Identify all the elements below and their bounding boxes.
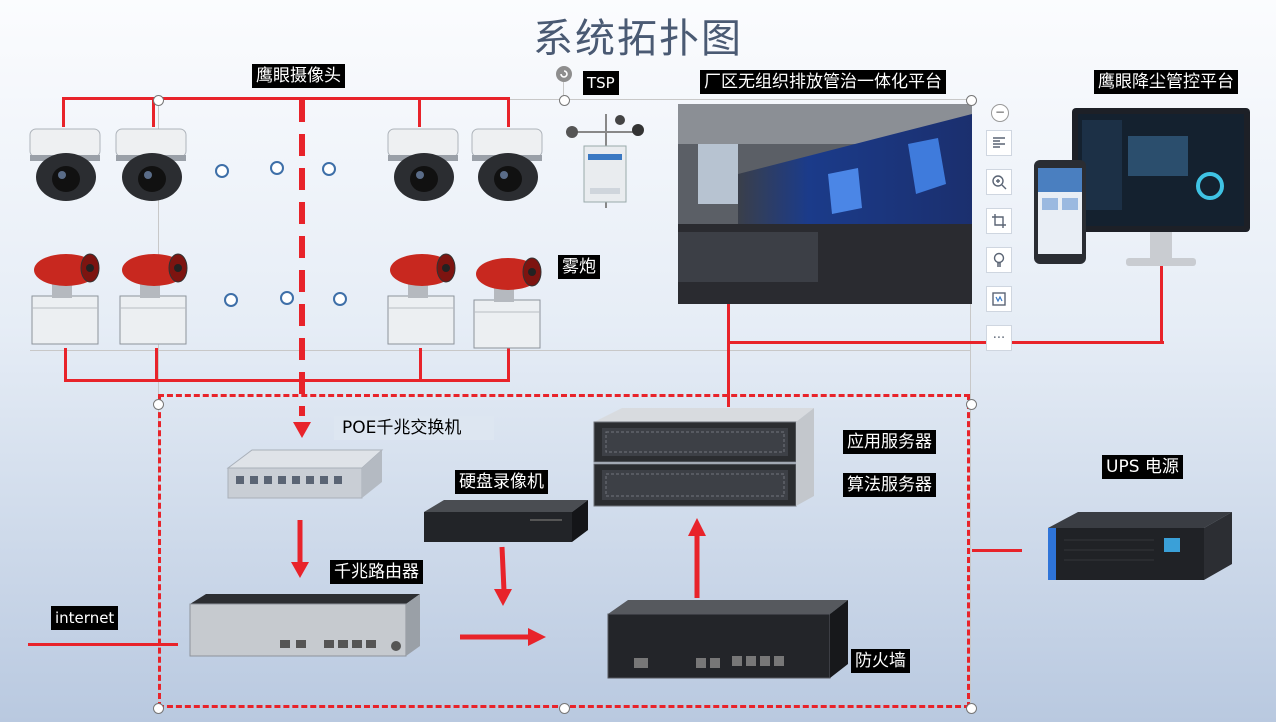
dome-camera-icon <box>387 128 459 201</box>
fog-cannon-icon <box>473 257 542 349</box>
ups-icon <box>1048 512 1232 580</box>
ups-label: UPS 电源 <box>1102 455 1183 479</box>
fog-cannon-label: 雾炮 <box>558 255 600 279</box>
server-rack-icon <box>593 408 814 507</box>
ellipsis-dot <box>270 161 284 175</box>
fog-cannon-icon <box>31 253 100 345</box>
page-title: 系统拓扑图 <box>533 16 743 62</box>
cannon-rise-3 <box>419 348 422 382</box>
camera-trunk-dashed <box>293 100 311 438</box>
fog-cannon-icon <box>387 253 456 345</box>
dust-platform-label: 鹰眼降尘管控平台 <box>1094 70 1238 94</box>
internet-link <box>28 643 178 646</box>
ellipsis-dot <box>215 164 229 178</box>
cannon-rise-4 <box>507 348 510 382</box>
dust-platform-link <box>1160 262 1163 344</box>
router-label: 千兆路由器 <box>330 560 423 584</box>
ellipsis-dot <box>333 292 347 306</box>
internet-label: internet <box>51 606 119 630</box>
platform-label: 厂区无组织排放管治一体化平台 <box>700 70 946 94</box>
more-icon[interactable]: ··· <box>986 325 1012 351</box>
camera-bus-top <box>62 97 510 100</box>
selection-handle[interactable] <box>153 399 164 410</box>
camera-drop-2 <box>152 97 155 127</box>
dome-camera-icon <box>471 128 543 201</box>
firewall-to-server-arrow <box>688 518 706 598</box>
camera-drop-3 <box>418 97 421 127</box>
nvr-to-firewall-arrow <box>494 546 512 606</box>
selection-handle[interactable] <box>559 703 570 714</box>
switch-to-router-arrow <box>291 520 309 578</box>
ups-link <box>972 549 1022 552</box>
format-icon[interactable] <box>986 286 1012 312</box>
control-room-image <box>678 104 972 304</box>
selection-frame-mid <box>30 350 970 351</box>
dome-camera-icon <box>115 128 187 201</box>
selection-handle[interactable] <box>966 703 977 714</box>
layout-options-icon[interactable] <box>986 130 1012 156</box>
poe-switch-icon <box>226 449 384 499</box>
router-to-firewall-arrow <box>460 628 546 646</box>
tsp-label: TSP <box>583 71 619 95</box>
cannon-rise-2 <box>155 348 158 382</box>
selection-handle[interactable] <box>559 95 570 106</box>
tsp-monitor-icon <box>566 114 644 208</box>
selection-handle[interactable] <box>153 703 164 714</box>
fog-cannon-icon <box>119 253 188 345</box>
camera-drop-4 <box>507 97 510 127</box>
firewall-label: 防火墙 <box>851 649 910 673</box>
camera-drop-1 <box>62 97 65 127</box>
selection-handle[interactable] <box>153 95 164 106</box>
zoom-icon[interactable] <box>986 169 1012 195</box>
poe-switch-label: POE千兆交换机 <box>334 416 494 440</box>
rotate-handle-stem <box>563 82 564 99</box>
algo-server-label: 算法服务器 <box>843 473 936 497</box>
rotate-handle-icon[interactable] <box>556 66 572 82</box>
firewall-icon <box>607 600 848 679</box>
cannon-rise-1 <box>64 348 67 382</box>
idea-icon[interactable] <box>986 247 1012 273</box>
ellipsis-dot <box>322 162 336 176</box>
selection-handle[interactable] <box>966 95 977 106</box>
router-icon <box>189 594 420 657</box>
nvr-label: 硬盘录像机 <box>455 470 548 494</box>
crop-icon[interactable] <box>986 208 1012 234</box>
monitor-phone-icon <box>1034 108 1250 266</box>
collapse-icon[interactable]: − <box>991 104 1009 122</box>
platform-link-down <box>727 303 730 407</box>
camera-label: 鹰眼摄像头 <box>252 64 345 88</box>
app-server-label: 应用服务器 <box>843 430 936 454</box>
ellipsis-dot <box>224 293 238 307</box>
dome-camera-icon <box>29 128 101 201</box>
cannon-bus-bottom <box>64 379 510 382</box>
platform-link-horizontal <box>727 341 1164 344</box>
nvr-icon <box>424 500 588 542</box>
selection-handle[interactable] <box>966 399 977 410</box>
ellipsis-dot <box>280 291 294 305</box>
